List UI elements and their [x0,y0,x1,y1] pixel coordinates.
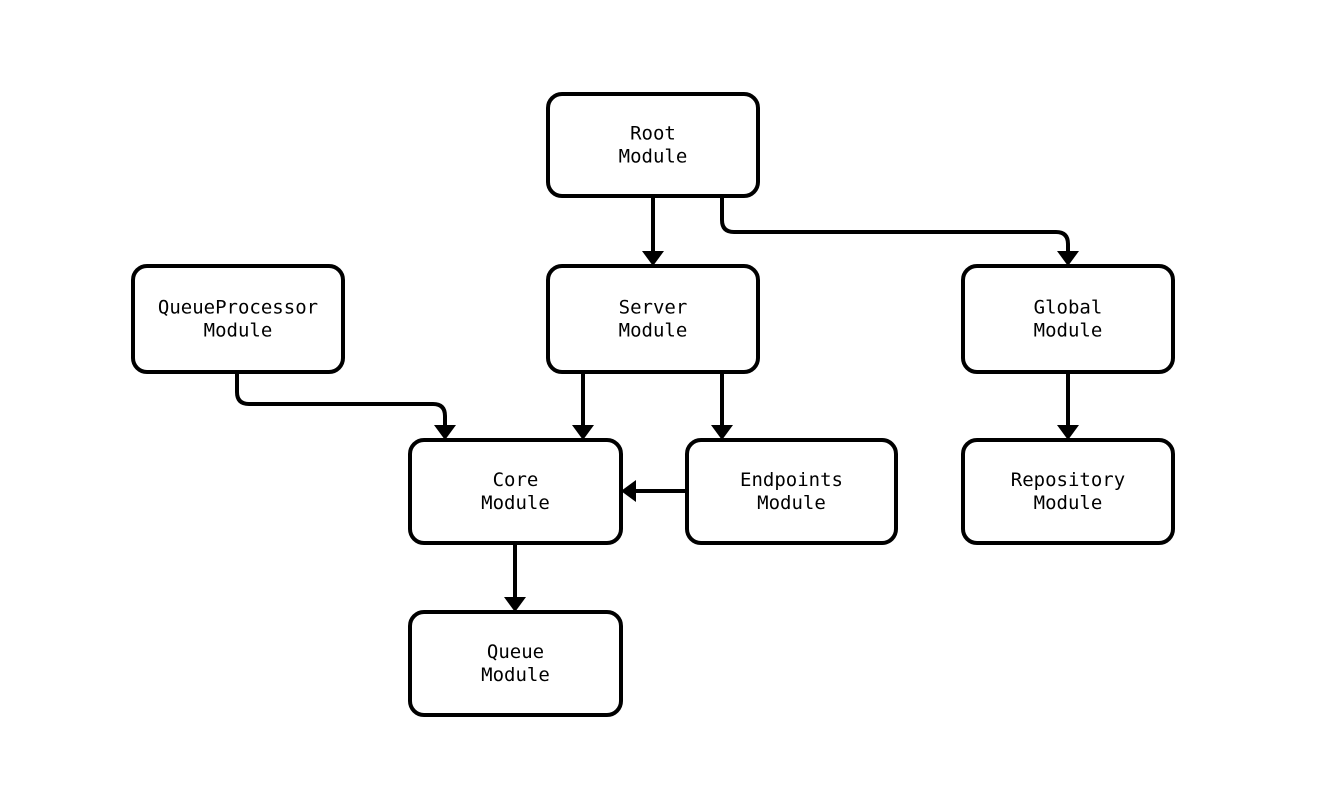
edge-line [720,196,1070,253]
node-label-line2: Module [1034,492,1103,514]
edge-core-to-queue [504,543,526,612]
arrowhead-icon [1057,425,1079,440]
node-label-line1: QueueProcessor [158,297,318,319]
node-label-line1: Server [619,297,688,319]
arrowhead-icon [434,425,456,440]
edge-line [235,372,447,427]
node-box[interactable] [408,610,623,717]
node-label-line1: Core [493,469,539,491]
nodes-layer: RootModuleQueueProcessorModuleServerModu… [131,92,1175,717]
arrowhead-icon [642,251,664,266]
node-label-line1: Global [1034,297,1103,319]
node-box[interactable] [131,264,345,374]
node-label-line2: Module [619,320,688,342]
node-label-line2: Module [1034,320,1103,342]
node-box[interactable] [685,438,898,545]
edge-server-to-endpoints [711,372,733,440]
arrowhead-icon [711,425,733,440]
edge-root-to-global [720,196,1079,266]
node-label-line1: Endpoints [740,469,843,491]
node-label-line2: Module [204,320,273,342]
arrowhead-icon [504,597,526,612]
node-label-line1: Root [630,123,676,145]
node-box[interactable] [961,438,1175,545]
node-box[interactable] [961,264,1175,374]
edge-root-to-server [642,196,664,266]
arrowhead-icon [572,425,594,440]
edge-server-to-core [572,372,594,440]
node-label-line1: Repository [1011,469,1125,491]
arrowhead-icon [1057,251,1079,266]
node-label-line2: Module [481,492,550,514]
edge-global-to-repository [1057,372,1079,440]
node-label-line2: Module [757,492,826,514]
edges-layer [235,196,1079,612]
node-box[interactable] [546,264,760,374]
edge-queueprocessor-to-core [235,372,456,440]
arrowhead-icon [621,480,636,502]
node-label-line1: Queue [487,641,544,663]
node-label-line2: Module [481,664,550,686]
node-box[interactable] [546,92,760,198]
node-box[interactable] [408,438,623,545]
edge-endpoints-to-core [621,480,687,502]
node-label-line2: Module [619,146,688,168]
